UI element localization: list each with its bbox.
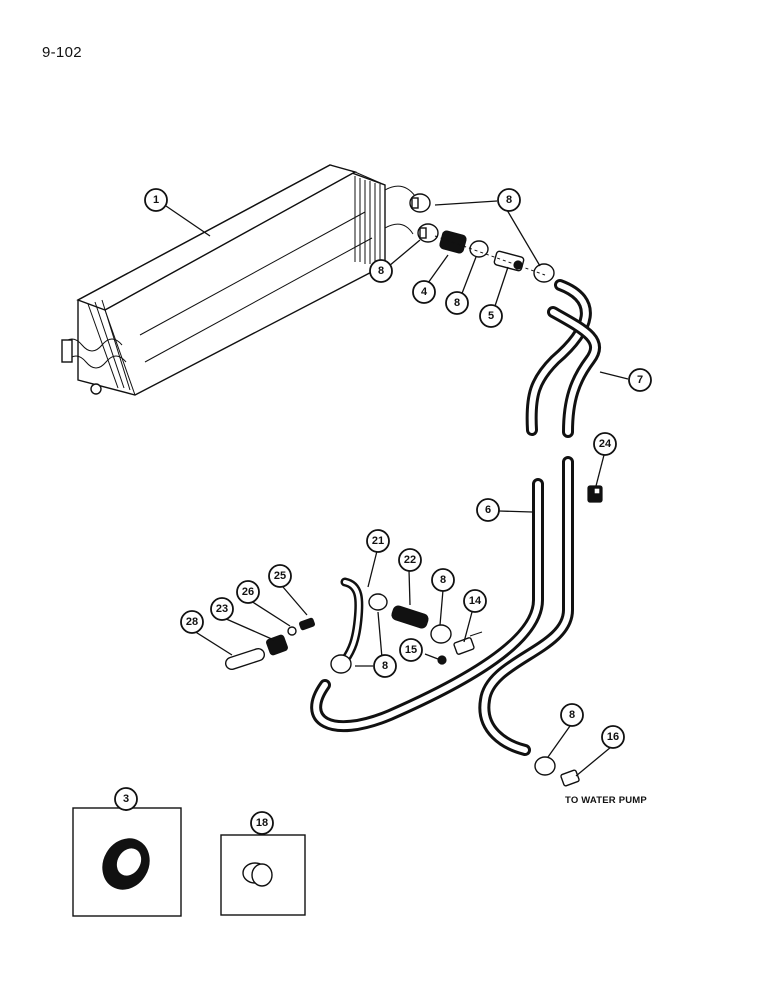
hose-clamp-21 [368, 593, 388, 611]
svg-text:4: 4 [421, 286, 428, 298]
callout-21: 21 [366, 529, 390, 553]
callout-26: 26 [236, 580, 260, 604]
callout-18: 18 [250, 811, 274, 835]
svg-text:8: 8 [440, 574, 446, 586]
svg-text:8: 8 [378, 265, 384, 277]
leader-lines [125, 200, 629, 811]
callout-24: 24 [593, 432, 617, 456]
svg-text:6: 6 [485, 504, 491, 516]
callout-23: 23 [210, 597, 234, 621]
svg-text:26: 26 [242, 586, 254, 598]
hose-clamp-8f [534, 756, 556, 776]
callout-28: 28 [180, 610, 204, 634]
callout-3: 3 [114, 787, 138, 811]
svg-text:28: 28 [186, 616, 198, 628]
svg-text:22: 22 [404, 554, 416, 566]
callout-5: 5 [479, 304, 503, 328]
svg-text:23: 23 [216, 603, 228, 615]
bracket-24 [587, 485, 603, 503]
svg-text:21: 21 [372, 535, 384, 547]
callout-8-left: 8 [369, 259, 393, 283]
bolt-25 [299, 617, 315, 631]
callout-8-clamp: 8 [373, 654, 397, 678]
hose-7 [525, 279, 601, 438]
svg-text:3: 3 [123, 793, 129, 805]
plug-18 [242, 862, 273, 887]
callout-16: 16 [601, 725, 625, 749]
heater-core [61, 164, 416, 396]
hose-clamp-mid [469, 240, 489, 258]
valve-fitting-5 [493, 250, 525, 272]
svg-text:14: 14 [469, 595, 482, 607]
page-number: 9-102 [42, 44, 82, 61]
hose-clamp-upper [409, 193, 431, 213]
heater-core-fins-left [87, 299, 131, 391]
svg-text:18: 18 [256, 817, 268, 829]
callout-8-top: 8 [497, 188, 521, 212]
callout-6: 6 [476, 498, 500, 522]
svg-text:8: 8 [454, 297, 460, 309]
tube-28 [224, 647, 266, 671]
callout-4: 4 [412, 280, 436, 304]
hose-section-22 [391, 605, 429, 629]
svg-text:8: 8 [382, 660, 388, 672]
callout-25: 25 [268, 564, 292, 588]
cap-23 [266, 634, 288, 656]
hose-clamp-8e [330, 654, 352, 674]
hose-6 [310, 456, 574, 756]
hose-clamp-lower [417, 223, 439, 243]
svg-text:8: 8 [506, 194, 512, 206]
hose-clamp-8d [430, 624, 452, 644]
callout-22: 22 [398, 548, 422, 572]
svg-text:16: 16 [607, 731, 619, 743]
callout-8-lower: 8 [431, 568, 455, 592]
callout-8-bottom: 8 [560, 703, 584, 727]
svg-text:1: 1 [153, 194, 159, 206]
screw-15 [437, 655, 447, 665]
svg-text:7: 7 [637, 374, 643, 386]
callout-8-mid: 8 [445, 291, 469, 315]
washer-26 [287, 626, 297, 636]
seal-ring-3 [102, 838, 150, 890]
svg-text:25: 25 [274, 570, 286, 582]
callout-14: 14 [463, 589, 487, 613]
svg-text:24: 24 [599, 438, 612, 450]
tube-21 [340, 577, 364, 665]
callout-1: 1 [144, 188, 168, 212]
svg-text:5: 5 [488, 310, 494, 322]
callout-15: 15 [399, 638, 423, 662]
heater-core-fins-right [354, 176, 381, 265]
drain-valve-14 [453, 631, 483, 655]
callout-7: 7 [628, 368, 652, 392]
svg-text:8: 8 [569, 709, 575, 721]
fitting-16 [560, 769, 580, 787]
inset-box-18 [220, 834, 306, 916]
water-pump-note: TO WATER PUMP [565, 795, 647, 806]
hose-clamp-right [533, 263, 555, 283]
svg-text:15: 15 [405, 644, 417, 656]
